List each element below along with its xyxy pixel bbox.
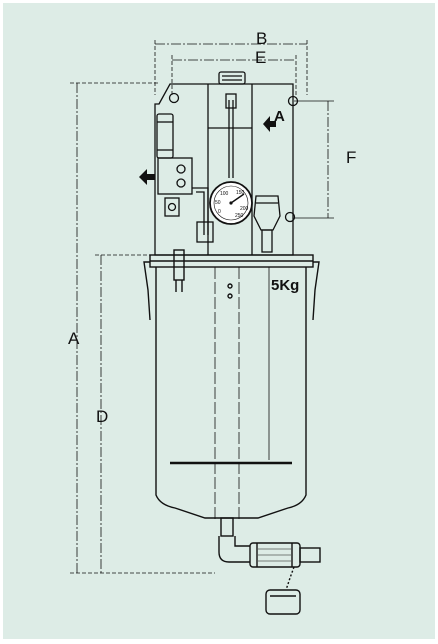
gauge-tick: 200 <box>240 206 249 212</box>
dimension-f <box>294 100 334 219</box>
gauge-tick: 100 <box>220 191 229 197</box>
gauge-tick: 50 <box>215 200 221 206</box>
dimension-e-label: E <box>255 48 266 67</box>
dimension-d-label: D <box>96 407 108 426</box>
dimension-b <box>154 40 308 95</box>
capacity-label: 5Kg <box>271 277 299 294</box>
dimension-f-label: F <box>346 148 356 167</box>
flow-arrow-left <box>139 169 155 185</box>
reservoir-tank <box>143 249 321 615</box>
pump-head <box>154 71 299 256</box>
dimension-e <box>171 55 297 95</box>
pressure-gauge: 100 150 50 200 0 250 <box>209 181 253 225</box>
gauge-tick: 150 <box>236 190 245 196</box>
flow-arrow-right <box>263 116 276 132</box>
dimension-a <box>70 82 215 574</box>
gauge-tick: 0 <box>218 209 221 215</box>
arrow-label: A <box>274 108 285 125</box>
gauge-tick: 250 <box>235 213 244 219</box>
dimension-a-label: A <box>68 329 80 348</box>
dimension-b-label: B <box>256 29 267 48</box>
dimension-d <box>95 254 150 573</box>
diagram-background <box>3 3 435 639</box>
